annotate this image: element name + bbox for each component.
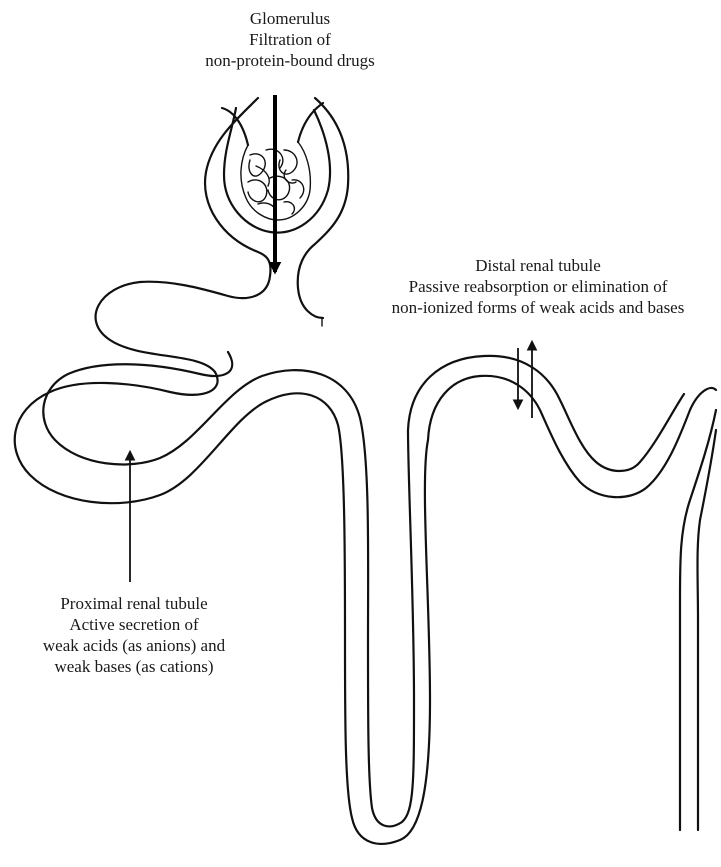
distal-tubule (408, 356, 716, 830)
proximal-tubule (15, 352, 430, 844)
bowman-capsule (96, 98, 349, 372)
